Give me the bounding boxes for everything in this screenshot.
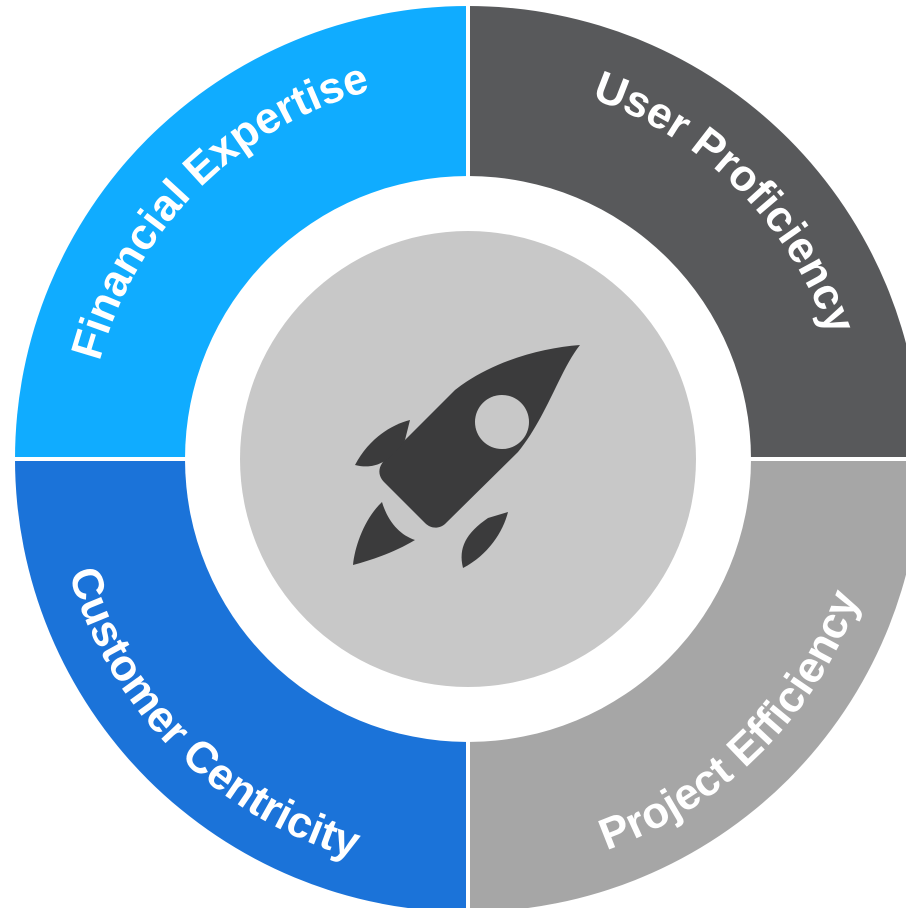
rocket-icon — [353, 345, 580, 568]
rocket-window — [475, 395, 529, 449]
